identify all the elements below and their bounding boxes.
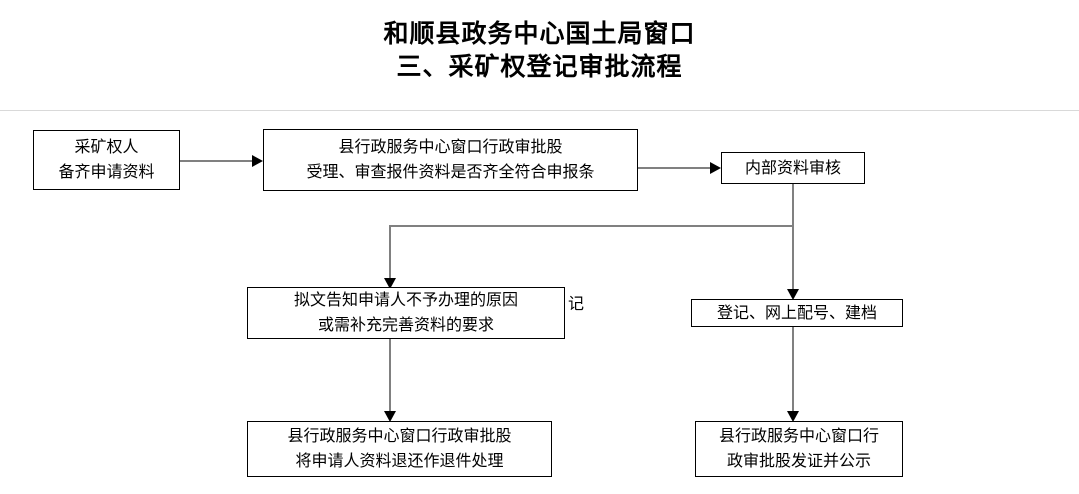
connector-applicant-to-accept	[180, 160, 256, 162]
node-return-materials-line-1: 县行政服务中心窗口行政审批股	[287, 428, 512, 445]
connector-branch-horizontal	[389, 225, 793, 227]
node-register-archive-line-1: 登记、网上配号、建档	[716, 304, 877, 322]
node-accept-review-line-1: 县行政服务中心窗口行政审批股	[338, 139, 563, 156]
connector-accept-to-internal	[638, 167, 716, 169]
overlapped-text-fragment: 记	[568, 296, 585, 313]
connector-internal-to-register	[792, 184, 794, 297]
node-issue-publicize-line-1: 县行政服务中心窗口行	[718, 428, 879, 445]
node-accept-review-line-2: 受理、审查报件资料是否齐全符合申报条	[306, 164, 595, 181]
node-accept-review[interactable]: 县行政服务中心窗口行政审批股 受理、审查报件资料是否齐全符合申报条	[263, 129, 638, 191]
title-line-2: 三、采矿权登记审批流程	[396, 54, 683, 81]
node-notify-reason-line-1: 拟文告知申请人不予办理的原因	[293, 292, 518, 309]
arrowhead-register-to-issue	[787, 411, 799, 422]
arrowhead-internal-to-register	[787, 289, 799, 300]
arrowhead-notify-to-return	[384, 411, 396, 422]
node-applicant[interactable]: 采矿权人 备齐申请资料	[33, 130, 180, 190]
node-applicant-line-2: 备齐申请资料	[58, 164, 155, 181]
node-notify-reason-line-2: 或需补充完善资料的要求	[317, 317, 494, 334]
connector-notify-to-return	[389, 339, 391, 419]
node-notify-reason[interactable]: 拟文告知申请人不予办理的原因 或需补充完善资料的要求	[247, 287, 565, 339]
node-return-materials[interactable]: 县行政服务中心窗口行政审批股 将申请人资料退还作退件处理	[247, 421, 552, 477]
header-divider	[0, 110, 1079, 111]
arrowhead-accept-to-internal	[710, 162, 721, 174]
title-line-1: 和顺县政务中心国土局窗口	[383, 21, 696, 48]
node-issue-publicize-line-2: 政审批股发证并公示	[726, 453, 871, 470]
connector-register-to-issue	[792, 327, 794, 419]
arrowhead-applicant-to-accept	[252, 155, 263, 167]
page-title: 和顺县政务中心国土局窗口 三、采矿权登记审批流程	[0, 18, 1079, 84]
node-internal-review-line-1: 内部资料审核	[744, 159, 841, 177]
connector-branch-vertical	[389, 225, 391, 287]
arrowhead-branch-to-notify	[384, 278, 396, 289]
node-internal-review[interactable]: 内部资料审核	[721, 152, 865, 184]
node-return-materials-line-2: 将申请人资料退还作退件处理	[295, 453, 504, 470]
node-issue-publicize[interactable]: 县行政服务中心窗口行 政审批股发证并公示	[695, 421, 903, 477]
node-register-archive[interactable]: 登记、网上配号、建档	[691, 299, 903, 327]
node-applicant-line-1: 采矿权人	[74, 139, 139, 156]
